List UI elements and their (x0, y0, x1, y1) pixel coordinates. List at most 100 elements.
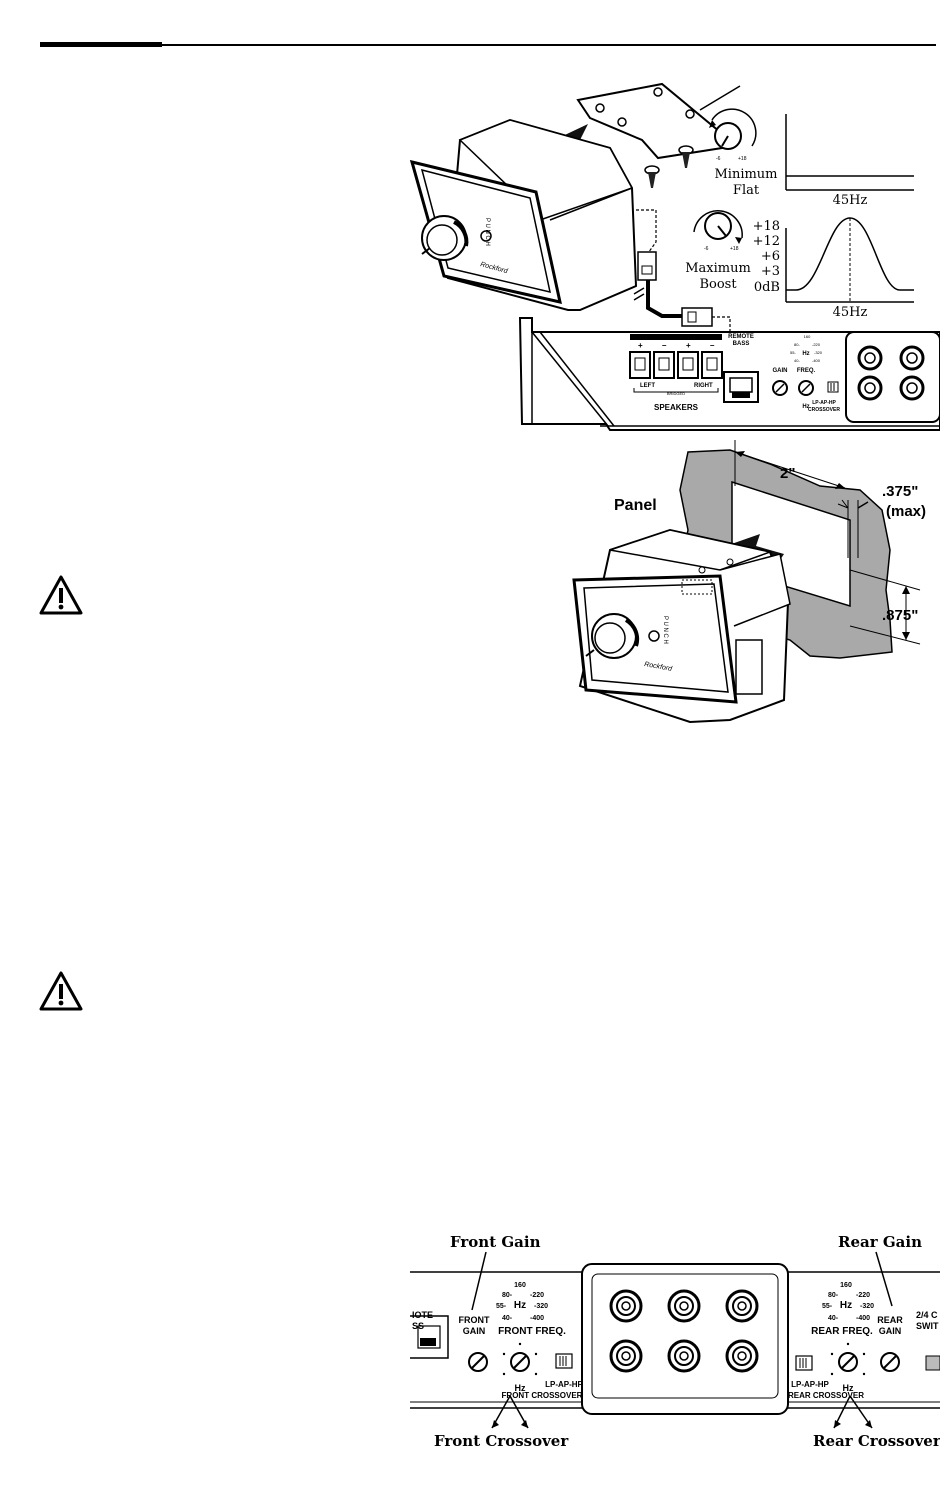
rca-inputs (609, 1289, 759, 1373)
svg-text:REAR CROSSOVER: REAR CROSSOVER (788, 1391, 864, 1400)
svg-text:80-: 80- (828, 1292, 839, 1299)
speaker-terminals: + – + – LEFT RIGHT BRIDGED SPEAKERS (629, 334, 723, 412)
svg-text:40-: 40- (502, 1315, 513, 1322)
height-dimension: .875" (882, 607, 918, 624)
bass-remote-figure: P U N C H Rockford -6 +18 Minimum Flat 4… (409, 82, 940, 431)
flat-label: Flat (733, 183, 760, 198)
svg-text:160: 160 (804, 334, 811, 339)
svg-text:Hz: Hz (802, 351, 809, 357)
svg-text:Hz: Hz (514, 1300, 526, 1311)
svg-text:GAIN: GAIN (463, 1326, 486, 1336)
svg-text:160: 160 (514, 1282, 526, 1289)
svg-text:40-: 40- (828, 1315, 839, 1322)
front-gain-callout: Front Gain (450, 1233, 541, 1251)
svg-text:-400: -400 (856, 1315, 870, 1322)
boost-level: +12 (753, 234, 780, 249)
bass-remote-unit-panel: P U N C H Rockford (572, 528, 791, 724)
maximum-label: Maximum (685, 261, 751, 276)
svg-text:BRIDGED: BRIDGED (667, 391, 685, 396)
svg-text:+: + (638, 341, 643, 350)
depth-dimension: 2" (780, 465, 795, 482)
rear-controls: 160 80- -220 55- Hz -320 40- -400 REAR F… (788, 1282, 940, 1400)
svg-text:P U N C H: P U N C H (662, 616, 668, 644)
screw-icon (644, 145, 694, 188)
svg-text:REMOTE: REMOTE (728, 334, 754, 340)
amp-controls: GAIN 160 80- -220 55- -320 40- -400 Hz F… (772, 334, 840, 413)
header-rule-accent (40, 42, 162, 47)
warning-triangle-icon (39, 575, 83, 615)
freq-label-min: 45Hz (833, 193, 868, 208)
svg-text:–: – (662, 341, 667, 350)
svg-text:RIGHT: RIGHT (694, 383, 713, 389)
panel-label: Panel (614, 497, 657, 514)
svg-text:-220: -220 (530, 1292, 544, 1299)
svg-text:LP-AP-HP: LP-AP-HP (791, 1380, 829, 1389)
bass-knob-minimum: -6 +18 (709, 108, 757, 162)
svg-text:SS: SS (412, 1321, 424, 1331)
flat-response-graph (785, 114, 914, 191)
header-rule (40, 44, 936, 46)
svg-text:+18: +18 (730, 246, 739, 252)
boost-response-graph (785, 217, 914, 303)
front-controls: FRONT GAIN 160 80- -220 55- Hz -320 40- … (459, 1282, 584, 1400)
svg-text:BASS: BASS (733, 341, 750, 347)
svg-text:–: – (710, 341, 715, 350)
svg-text:Hz: Hz (515, 1383, 526, 1393)
svg-text:-6: -6 (716, 156, 721, 162)
svg-text:Hz: Hz (802, 404, 809, 410)
svg-text:FREQ.: FREQ. (797, 368, 816, 374)
minimum-label: Minimum (714, 167, 777, 182)
remote-cable (633, 209, 739, 351)
thickness-max-note: (max) (886, 503, 926, 520)
svg-text:GAIN: GAIN (773, 368, 788, 374)
svg-text:-400: -400 (812, 358, 821, 363)
svg-text:REAR: REAR (877, 1315, 903, 1325)
svg-text:-320: -320 (534, 1303, 548, 1310)
svg-text:40-: 40- (794, 358, 800, 363)
bass-knob-maximum: -6 +18 (693, 210, 743, 252)
svg-text:FRONT CROSSOVER: FRONT CROSSOVER (502, 1391, 583, 1400)
svg-text:CROSSOVER: CROSSOVER (808, 407, 840, 413)
freq-label-max: 45Hz (833, 305, 868, 320)
remote-bass-jack: REMOTE BASS (723, 334, 759, 403)
svg-text:-320: -320 (860, 1303, 874, 1310)
svg-text:-6: -6 (704, 246, 709, 252)
svg-text:-220: -220 (856, 1292, 870, 1299)
svg-text:-320: -320 (814, 350, 823, 355)
warning-triangle-icon (39, 971, 83, 1011)
svg-text:IOTE: IOTE (412, 1310, 433, 1320)
svg-text:-400: -400 (530, 1315, 544, 1322)
svg-text:SWIT: SWIT (916, 1321, 939, 1331)
svg-text:LP-AP-HP: LP-AP-HP (812, 400, 836, 406)
boost-level: 0dB (754, 280, 780, 295)
svg-text:80-: 80- (502, 1292, 513, 1299)
svg-text:+: + (686, 341, 691, 350)
boost-level: +6 (761, 249, 780, 264)
svg-text:80-: 80- (794, 342, 800, 347)
svg-text:LP-AP-HP: LP-AP-HP (545, 1380, 583, 1389)
svg-text:FRONT FREQ.: FRONT FREQ. (498, 1326, 566, 1337)
svg-text:LEFT: LEFT (640, 383, 655, 389)
svg-text:+18: +18 (738, 156, 747, 162)
thickness-dimension: .375" (882, 483, 918, 500)
svg-text:55-: 55- (496, 1303, 507, 1310)
boost-label: Boost (699, 277, 737, 292)
boost-level: +18 (753, 219, 780, 234)
svg-text:160: 160 (840, 1282, 852, 1289)
svg-text:55-: 55- (790, 350, 796, 355)
svg-text:GAIN: GAIN (879, 1326, 902, 1336)
mounting-bracket (576, 82, 741, 160)
svg-text:Hz: Hz (840, 1300, 852, 1311)
svg-text:2/4 C: 2/4 C (916, 1310, 938, 1320)
front-crossover-callout: Front Crossover (434, 1432, 569, 1450)
svg-text:FRONT: FRONT (459, 1315, 490, 1325)
speakers-label: SPEAKERS (654, 403, 699, 412)
svg-text:Hz: Hz (843, 1383, 854, 1393)
svg-text:55-: 55- (822, 1303, 833, 1310)
svg-text:REAR FREQ.: REAR FREQ. (811, 1326, 873, 1337)
svg-text:-220: -220 (812, 342, 821, 347)
brand-logo: Rockford (644, 661, 674, 673)
crossover-panel-figure: Front Gain Rear Gain Front Crossover Rea… (410, 1233, 940, 1450)
panel-mount-figure: Panel 2" .375" (max) .875" P U N C H Roc… (572, 440, 926, 724)
rear-crossover-callout: Rear Crossover (813, 1432, 940, 1450)
